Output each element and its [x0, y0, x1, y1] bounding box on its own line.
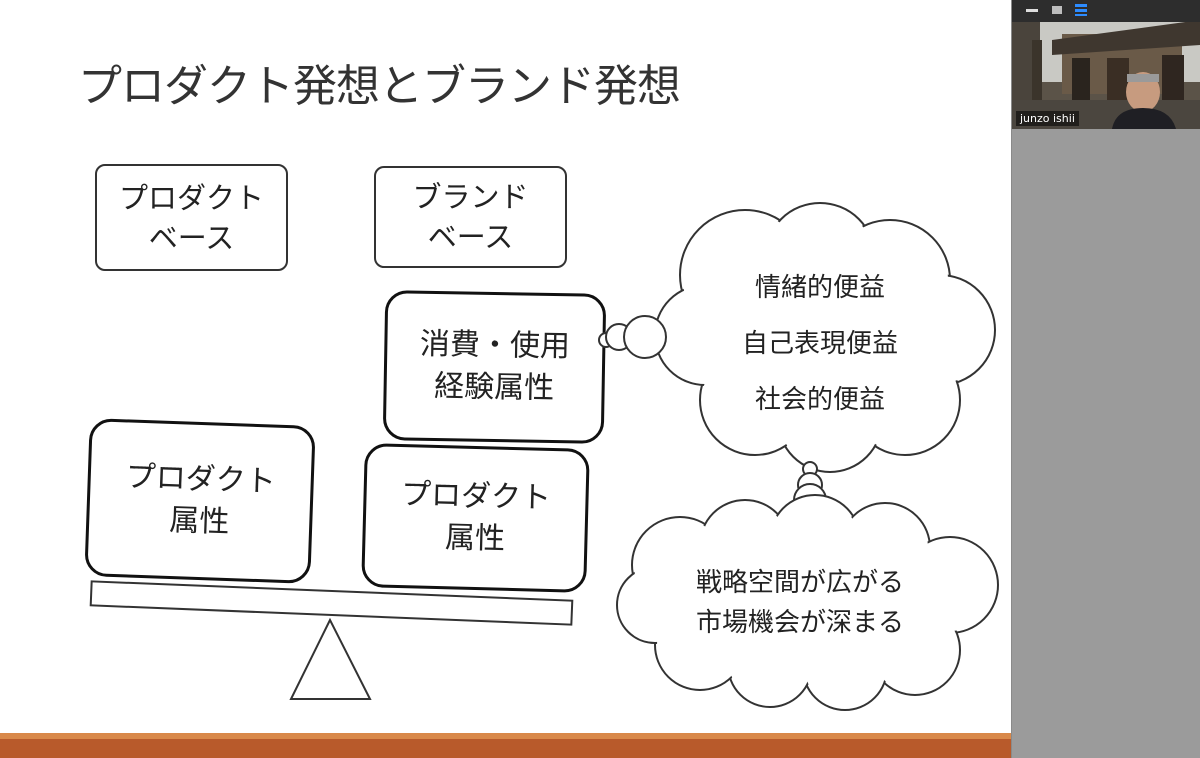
seesaw-fulcrum [289, 617, 372, 700]
brand-base-line-2: ベース [427, 220, 514, 254]
video-window-controls [1012, 0, 1200, 22]
brand-base-line-1: ブランド [412, 180, 529, 214]
participant-video-tile[interactable]: junzo ishii [1012, 0, 1200, 129]
benefits-text: 情緒的便益 自己表現便益 社会的便益 [700, 260, 940, 428]
market-opportunity-line: 市場機会が深まる [695, 608, 904, 638]
emotional-benefit: 情緒的便益 [754, 273, 885, 303]
participant-name-label: junzo ishii [1016, 111, 1079, 126]
presentation-slide: プロダクト発想とブランド発想 プロダクト ベース ブランド ベース 消費・使用 … [78, 0, 1012, 758]
thought-bubbles-left [598, 315, 667, 359]
product-base-line-2: ベース [148, 220, 235, 255]
self-expression-benefit: 自己表現便益 [741, 329, 898, 359]
gallery-view-icon[interactable] [1075, 4, 1087, 16]
opportunity-text: 戦略空間が広がる 市場機会が深まる [665, 563, 935, 643]
product-base-line-1: プロダクト [118, 180, 264, 215]
slide-title: プロダクト発想とブランド発想 [78, 61, 681, 112]
product-base-box: プロダクト ベース [95, 164, 288, 271]
slide-shapes [289, 202, 999, 711]
strategy-space-line: 戦略空間が広がる [695, 568, 904, 598]
slide-footer-bar-dark [0, 739, 1011, 758]
slide-footer-bar-light [0, 733, 1011, 739]
minimize-icon[interactable] [1026, 9, 1038, 12]
social-benefit: 社会的便益 [754, 385, 885, 415]
restore-icon[interactable] [1052, 6, 1062, 14]
brand-base-box: ブランド ベース [374, 166, 567, 268]
